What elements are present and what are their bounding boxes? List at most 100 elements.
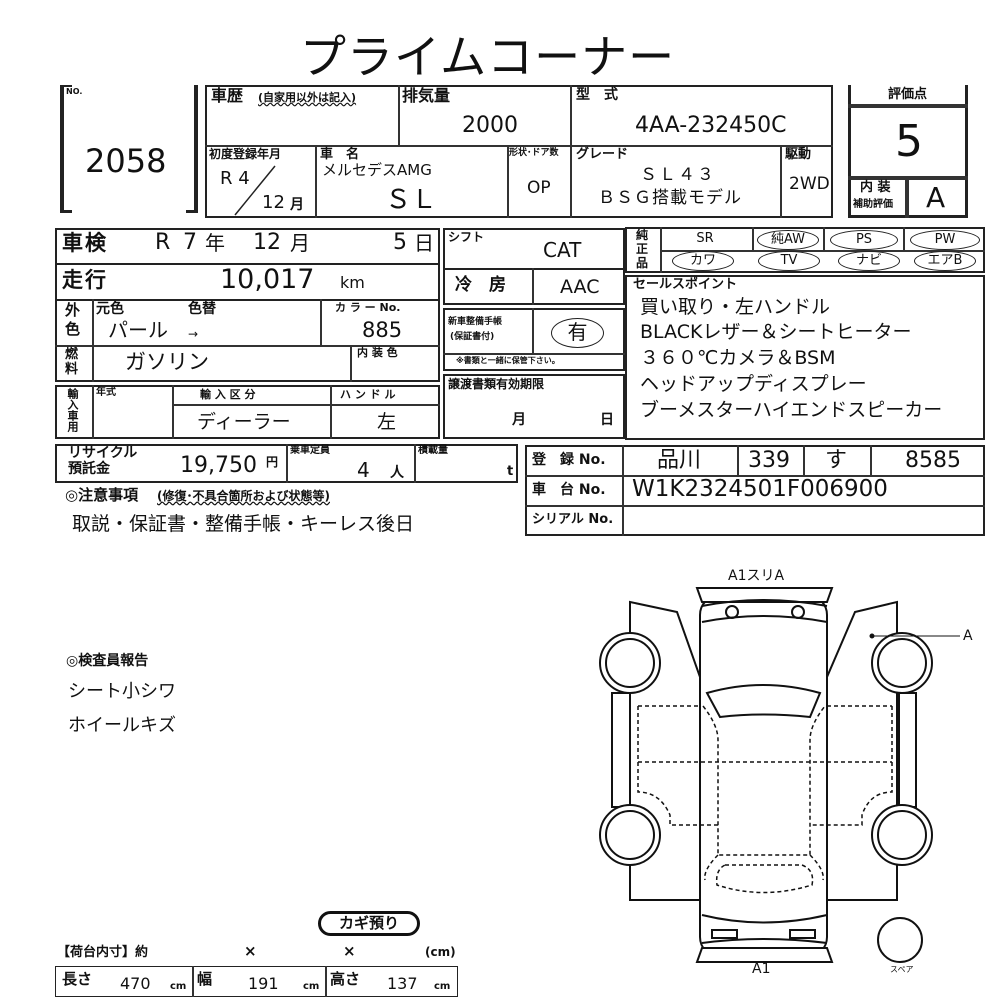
sales-point: 買い取り・左ハンドル xyxy=(640,296,831,318)
import-year-label: 年式 xyxy=(96,387,116,398)
orig-color-label: 元色 xyxy=(96,301,124,317)
options-label1: 純 xyxy=(636,228,649,242)
registration-kana: す xyxy=(825,448,848,473)
model-code-value: 4AA-232450C xyxy=(635,113,787,138)
option-airbag: エアB xyxy=(914,251,976,271)
inspection-label: 車検 xyxy=(62,231,108,255)
import-label: 輸入車用 xyxy=(66,388,79,432)
manual-label2: (保証書付) xyxy=(450,332,495,342)
inspector-note: シート小シワ xyxy=(68,681,176,702)
manual-note: ※書類と一緒に保管下さい。 xyxy=(456,356,560,365)
width-value: 191 xyxy=(248,974,279,993)
notes-label: ◎注意事項 xyxy=(65,486,139,504)
transfer-label: 譲渡書類有効期限 xyxy=(448,377,545,391)
width-label: 幅 xyxy=(197,970,213,988)
sales-point: BLACKレザー＆シートヒーター xyxy=(640,321,912,343)
sales-points-box xyxy=(625,275,985,440)
score-value: 5 xyxy=(895,116,923,167)
car-body xyxy=(699,594,828,958)
yen-unit: 円 xyxy=(266,455,279,469)
inspection-year: 7 xyxy=(183,230,197,255)
manual-circle: 有 xyxy=(551,318,604,348)
option-tv: TV xyxy=(758,251,820,271)
interior-label2: 補助評価 xyxy=(853,199,893,210)
wheel-icon xyxy=(605,810,655,860)
first-reg-month-unit: 月 xyxy=(290,197,304,213)
option-ps: PS xyxy=(830,230,898,250)
vehicle-info-box xyxy=(205,85,833,218)
inspection-day: 5 xyxy=(393,230,407,255)
sales-point: ヘッドアップディスプレー xyxy=(640,373,867,395)
recycle-label1: リサイクル xyxy=(68,445,138,461)
import-type-label: 輸 入 区 分 xyxy=(200,388,256,401)
capacity-label: 乗車定員 xyxy=(290,445,330,456)
wheel-icon xyxy=(605,638,655,688)
exterior-label1: 外 xyxy=(65,301,81,319)
interior-label1: 内 装 xyxy=(860,180,891,195)
day-unit: 日 xyxy=(414,231,434,255)
first-reg-month: 12 xyxy=(262,192,285,213)
interior-color-label: 内 装 色 xyxy=(357,346,398,359)
body-value: OP xyxy=(527,178,551,198)
option-navi: ナビ xyxy=(838,251,900,271)
displacement-label: 排気量 xyxy=(402,86,451,105)
page-title: プライムコーナー xyxy=(300,30,676,84)
chassis-label: 車 台 No. xyxy=(532,482,606,498)
rear-window xyxy=(705,684,822,719)
mileage-value: 10,017 xyxy=(220,264,315,295)
capacity-value: 4 xyxy=(357,458,370,482)
color-no-label: カ ラ ー No. xyxy=(335,301,401,314)
inspector-note: ホイールキズ xyxy=(68,715,176,736)
fuel-label1: 燃 xyxy=(65,347,79,362)
ac-value: AAC xyxy=(560,276,600,298)
wheel-icon xyxy=(877,638,927,688)
car-name-label: 車 名 xyxy=(320,147,360,162)
month-unit: 月 xyxy=(290,231,310,255)
front-damage-code: A1 xyxy=(752,961,771,977)
displacement-value: 2000 xyxy=(462,113,518,138)
notes-sub: (修復･不具合箇所および状態等) xyxy=(157,489,330,503)
inspection-month: 12 xyxy=(253,230,281,255)
lot-bracket xyxy=(60,85,198,213)
ac-label: 冷 房 xyxy=(455,275,506,295)
wheel-icon xyxy=(877,810,927,860)
history-label: 車歴 xyxy=(211,86,244,105)
notes-text: 取説・保証書・整備手帳・キーレス後日 xyxy=(72,513,415,535)
length-value: 470 xyxy=(120,974,151,993)
cm-unit: cm xyxy=(170,981,187,992)
options-label3: 品 xyxy=(636,256,649,270)
year-unit: 年 xyxy=(205,231,225,255)
sales-point: ３６０℃カメラ＆BSM xyxy=(640,347,836,369)
car-model: ＳＬ xyxy=(385,185,438,215)
inspector-label: ◎検査員報告 xyxy=(66,653,149,669)
color-change-label: 色替 xyxy=(188,301,216,317)
handle-label: ハ ン ド ル xyxy=(340,388,396,401)
rear-bumper xyxy=(695,587,834,603)
drive-label: 駆動 xyxy=(785,147,812,162)
interior-score: A xyxy=(926,181,946,214)
manual-value: 有 xyxy=(567,320,588,344)
history-note: (自家用以外は記入) xyxy=(258,91,357,104)
load-unit: t xyxy=(507,464,514,479)
option-sr: SR xyxy=(696,231,714,246)
body-label: 形状･ドア数 xyxy=(509,148,559,158)
inspection-era: R xyxy=(155,230,171,255)
slash-divider xyxy=(234,165,276,216)
sales-point: ブーメスターハイエンドスピーカー xyxy=(640,399,943,421)
mileage-label: 走行 xyxy=(62,268,108,292)
score-label: 評価点 xyxy=(888,87,928,102)
times-sign: × xyxy=(343,942,356,960)
right-door-panel xyxy=(826,600,898,901)
registration-class: 339 xyxy=(748,448,790,473)
sales-points-label: セールスポイント xyxy=(633,277,738,292)
times-sign: × xyxy=(244,942,257,960)
first-reg-year: R 4 xyxy=(220,168,250,189)
option-alloy-wheels: 純AW xyxy=(757,230,819,250)
model-code-label: 型 式 xyxy=(576,87,618,103)
cm-unit: cm xyxy=(434,981,451,992)
right-door-damage-code: A xyxy=(963,628,973,644)
fuel-label2: 料 xyxy=(65,362,79,377)
right-skirt xyxy=(898,692,917,808)
car-damage-diagram xyxy=(599,587,960,963)
grade-line2: ＢＳＧ搭載モデル xyxy=(598,188,742,208)
